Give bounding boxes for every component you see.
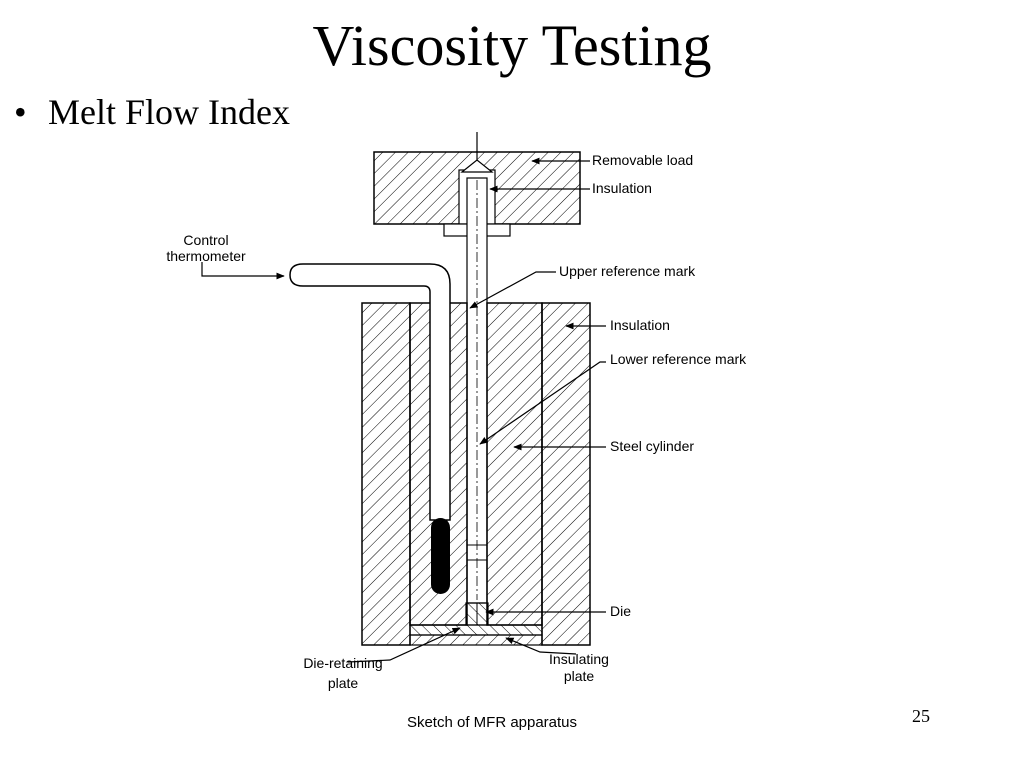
- label-control-thermometer-1: Control: [183, 232, 228, 248]
- page-number: 25: [912, 706, 930, 726]
- slide-title: Viscosity Testing: [312, 13, 712, 78]
- bottom-plates: [409, 624, 543, 646]
- label-die-retaining-plate-1: Die-retaining: [303, 655, 382, 671]
- label-die-retaining-plate-2: plate: [328, 675, 359, 691]
- label-upper-reference-mark: Upper reference mark: [559, 263, 696, 279]
- die: [465, 602, 489, 626]
- insulation-jacket: [361, 302, 591, 646]
- label-insulating-plate-2: plate: [564, 668, 595, 684]
- label-removable-load: Removable load: [592, 152, 693, 168]
- bullet-item: • Melt Flow Index: [14, 90, 290, 134]
- label-insulation-top: Insulation: [592, 180, 652, 196]
- bullet-dot-icon: •: [14, 92, 27, 132]
- piston-rod: [466, 132, 488, 604]
- leader-lines: [201, 157, 606, 663]
- label-control-thermometer-2: thermometer: [166, 248, 246, 264]
- diagram-caption: Sketch of MFR apparatus: [407, 714, 577, 731]
- bullet-text: Melt Flow Index: [48, 92, 290, 132]
- label-steel-cylinder: Steel cylinder: [610, 438, 694, 454]
- label-insulating-plate-1: Insulating: [549, 651, 609, 667]
- label-insulation-side: Insulation: [610, 317, 670, 333]
- label-die: Die: [610, 603, 631, 619]
- control-thermometer: [289, 263, 451, 594]
- label-lower-reference-mark: Lower reference mark: [610, 351, 747, 367]
